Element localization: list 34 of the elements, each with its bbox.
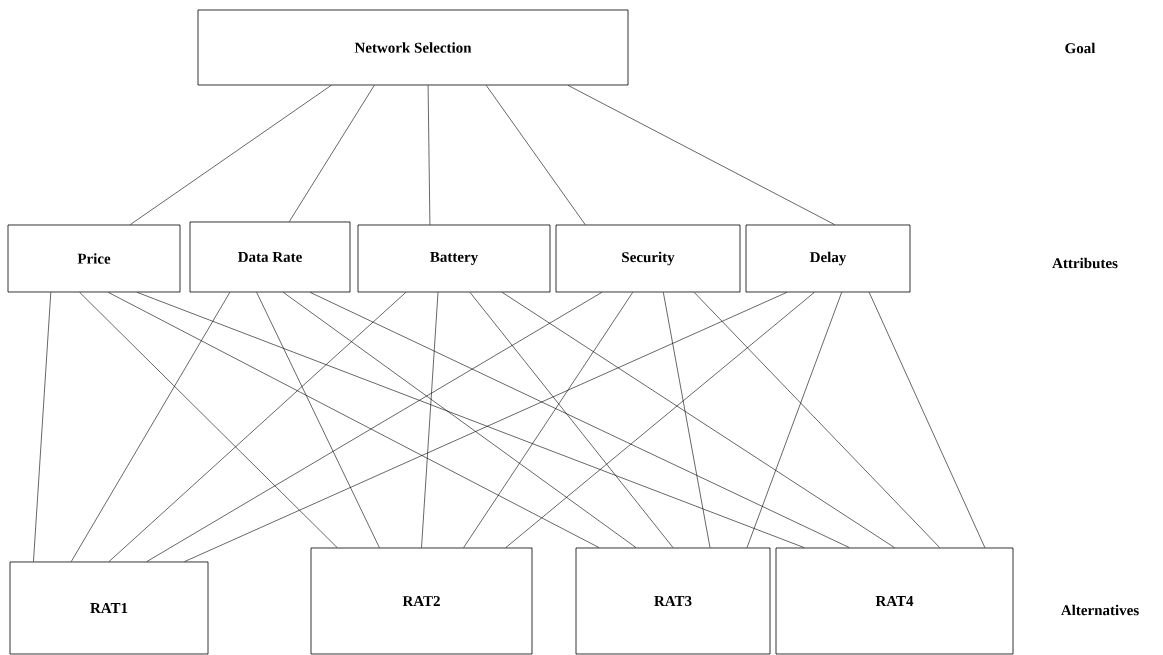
connector-line — [309, 292, 850, 548]
connector-line — [70, 292, 231, 562]
connector-line — [108, 292, 407, 562]
box: RAT2 — [310, 547, 533, 655]
connector-line — [289, 85, 375, 222]
connector-line — [693, 292, 940, 548]
level-label: Alternatives — [1061, 604, 1139, 616]
connector-line — [463, 292, 633, 548]
box: RAT3 — [575, 547, 771, 655]
connector-line — [79, 292, 338, 548]
connector-line — [256, 292, 380, 548]
level-label: Attributes — [1052, 257, 1118, 269]
connector-line — [283, 292, 637, 548]
box: Delay — [745, 224, 911, 293]
box: RAT1 — [9, 561, 209, 655]
connector-line — [505, 292, 815, 548]
box: Security — [555, 224, 741, 293]
connector-line — [868, 292, 986, 548]
box: Data Rate — [189, 221, 351, 293]
box: Battery — [357, 224, 551, 293]
connector-line — [427, 85, 431, 225]
box: Network Selection — [197, 9, 629, 86]
box: Price — [7, 224, 181, 293]
connector-line — [567, 85, 835, 225]
connector-line — [485, 85, 586, 225]
connector-line — [33, 292, 52, 562]
connector-line — [130, 85, 332, 225]
level-label: Goal — [1065, 42, 1096, 54]
box: RAT4 — [775, 547, 1014, 655]
connector-line — [746, 292, 842, 548]
connector-line — [469, 292, 674, 548]
connector-line — [663, 292, 711, 548]
connector-line — [421, 292, 439, 548]
connector-line — [501, 292, 895, 548]
